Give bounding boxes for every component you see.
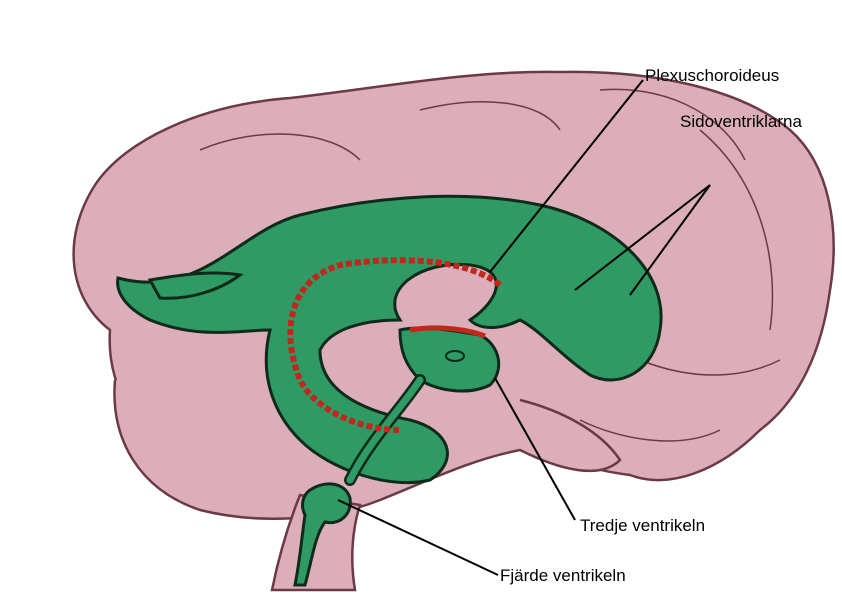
leader-fourth [338,500,498,575]
label-lateral: Sidoventriklarna [680,112,802,132]
label-fourth: Fjärde ventrikeln [500,566,626,586]
label-plexus: Plexuschoroideus [645,66,779,86]
label-third: Tredje ventrikeln [580,516,705,536]
